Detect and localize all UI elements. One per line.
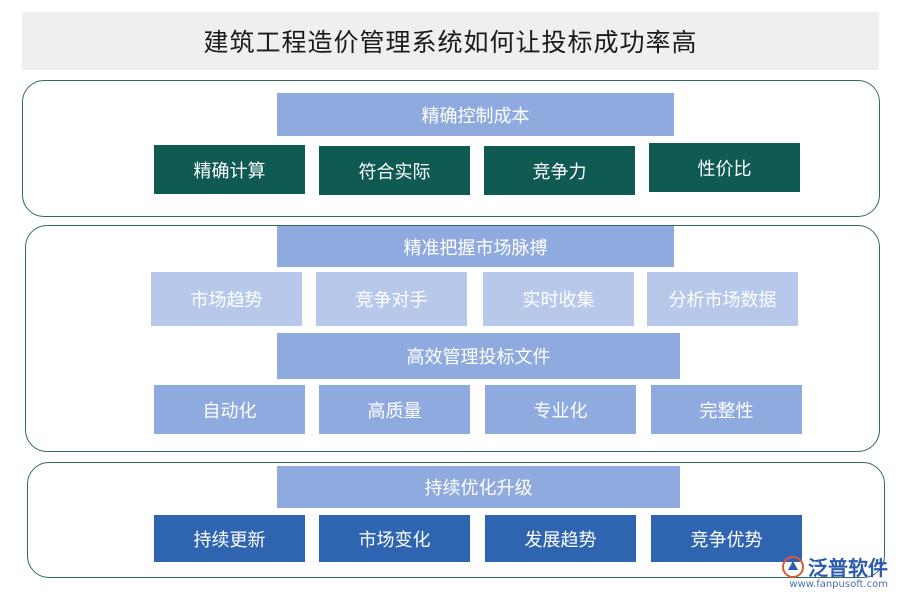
item-completeness: 完整性 xyxy=(651,385,802,434)
page-title: 建筑工程造价管理系统如何让投标成功率高 xyxy=(203,28,698,57)
item-market-data-analysis: 分析市场数据 xyxy=(647,272,798,326)
watermark-name: 泛普软件 xyxy=(808,556,888,580)
item-high-quality: 高质量 xyxy=(319,385,470,434)
fanpu-logo-icon xyxy=(782,555,804,578)
watermark: 泛普软件 www.fanpusoft.com xyxy=(782,552,888,590)
item-professional: 专业化 xyxy=(485,385,636,434)
item-market-trend: 市场趋势 xyxy=(151,272,302,326)
section-header-bid-documents: 高效管理投标文件 xyxy=(277,333,680,379)
item-market-change: 市场变化 xyxy=(319,515,470,562)
watermark-url: www.fanpusoft.com xyxy=(789,579,888,590)
item-precise-calculation: 精确计算 xyxy=(154,145,305,194)
item-competitive-advantage: 竞争优势 xyxy=(651,515,802,562)
section-header-cost-control: 精确控制成本 xyxy=(277,93,674,136)
item-automation: 自动化 xyxy=(154,385,305,434)
item-continuous-update: 持续更新 xyxy=(154,515,305,562)
item-realistic: 符合实际 xyxy=(319,146,470,195)
item-realtime-collection: 实时收集 xyxy=(483,272,634,326)
item-competitiveness: 竞争力 xyxy=(484,146,635,195)
item-development-trend: 发展趋势 xyxy=(485,515,636,562)
item-competitors: 竞争对手 xyxy=(316,272,467,326)
item-cost-performance: 性价比 xyxy=(649,143,800,192)
title-bar: 建筑工程造价管理系统如何让投标成功率高 xyxy=(22,12,879,70)
section-header-optimization: 持续优化升级 xyxy=(277,466,680,508)
section-header-market: 精准把握市场脉搏 xyxy=(277,226,674,267)
